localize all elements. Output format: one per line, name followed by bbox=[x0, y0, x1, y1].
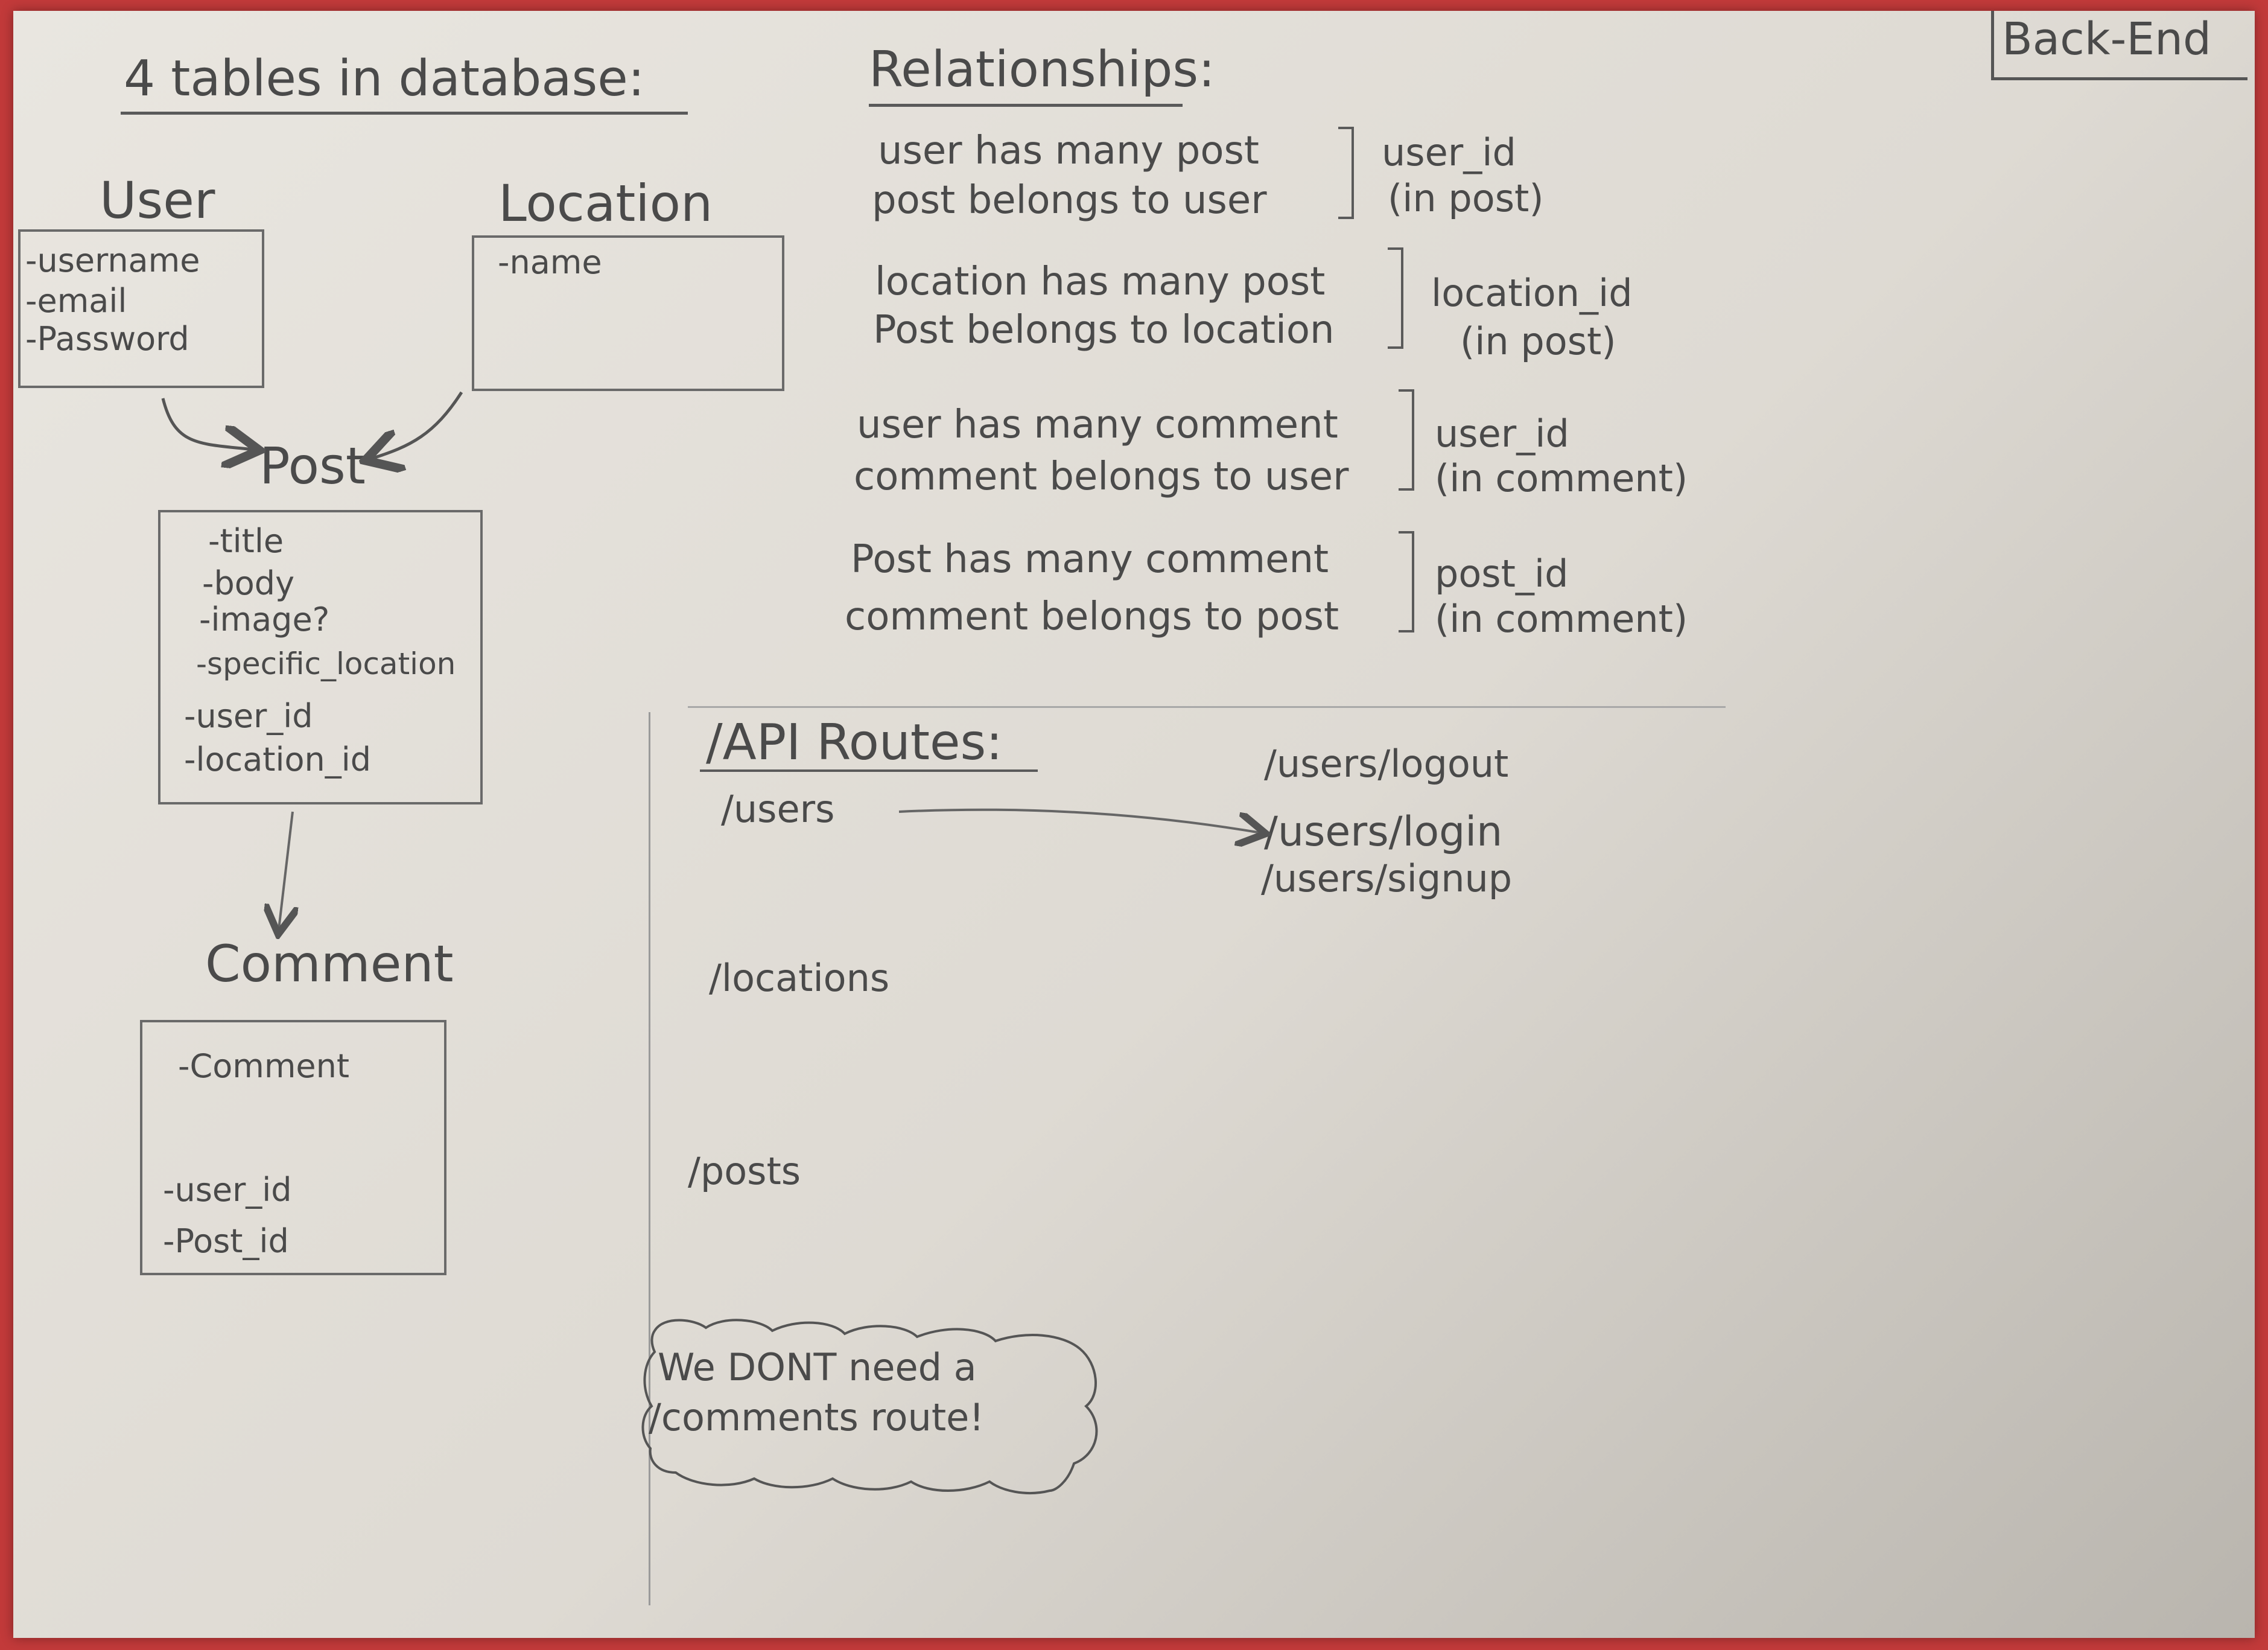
user-entity-title: User bbox=[100, 171, 215, 230]
user-table bbox=[18, 229, 264, 388]
relationship-1-fk: user_id bbox=[1382, 130, 1516, 174]
relationship-3-line-1: user has many comment bbox=[857, 403, 1338, 447]
relationship-2-fk-note: (in post) bbox=[1460, 319, 1616, 363]
comment-field-comment: -Comment bbox=[178, 1047, 350, 1085]
paper-sheet bbox=[13, 11, 2255, 1638]
relationship-4-fk-note: (in comment) bbox=[1435, 597, 1688, 641]
note-line-1: We DONT need a bbox=[658, 1345, 977, 1389]
user-field-password: -Password bbox=[25, 320, 189, 358]
relationship-4-line-1: Post has many comment bbox=[851, 537, 1329, 582]
post-field-location-id: -location_id bbox=[184, 741, 372, 779]
api-routes-heading: /API Routes: bbox=[706, 714, 1003, 771]
route-users-signup: /users/signup bbox=[1261, 856, 1513, 900]
relationship-3-fk: user_id bbox=[1435, 412, 1569, 456]
post-field-specific-location: -specific_location bbox=[196, 646, 456, 681]
comment-entity-title: Comment bbox=[205, 934, 454, 993]
relationship-2-fk: location_id bbox=[1431, 271, 1633, 315]
location-field-name: -name bbox=[498, 243, 602, 281]
relationship-1-bracket bbox=[1338, 127, 1354, 219]
post-field-body: -body bbox=[202, 564, 295, 602]
relationship-2-bracket bbox=[1388, 247, 1403, 349]
note-line-2: /comments route! bbox=[649, 1395, 985, 1439]
relationships-heading-underline bbox=[869, 104, 1183, 107]
relationships-heading: Relationships: bbox=[869, 41, 1215, 98]
route-users-logout: /users/logout bbox=[1264, 742, 1509, 786]
comment-field-post-id: -Post_id bbox=[163, 1222, 289, 1260]
route-users-login: /users/login bbox=[1264, 808, 1503, 856]
relationship-2-line-2: Post belongs to location bbox=[873, 308, 1335, 352]
relationship-1-line-2: post belongs to user bbox=[872, 178, 1267, 223]
comment-field-user-id: -user_id bbox=[163, 1171, 292, 1209]
database-heading-underline bbox=[121, 112, 688, 115]
post-field-title: -title bbox=[208, 522, 284, 560]
relationship-1-line-1: user has many post bbox=[878, 129, 1259, 173]
api-routes-heading-underline bbox=[700, 769, 1038, 772]
route-users: /users bbox=[721, 787, 835, 831]
post-entity-title: Post bbox=[259, 436, 366, 495]
post-field-image: -image? bbox=[199, 600, 330, 639]
database-heading: 4 tables in database: bbox=[124, 50, 645, 107]
location-table bbox=[472, 235, 784, 391]
relationship-4-line-2: comment belongs to post bbox=[845, 594, 1339, 639]
api-section-left-border bbox=[649, 712, 650, 1605]
relationship-4-fk: post_id bbox=[1435, 552, 1569, 596]
relationship-4-bracket bbox=[1399, 531, 1414, 632]
back-end-label: Back-End bbox=[2002, 13, 2211, 65]
location-entity-title: Location bbox=[498, 174, 713, 233]
user-field-username: -username bbox=[25, 241, 200, 279]
post-field-user-id: -user_id bbox=[184, 697, 313, 735]
relationship-3-line-2: comment belongs to user bbox=[854, 454, 1349, 499]
relationship-3-fk-note: (in comment) bbox=[1435, 456, 1688, 500]
route-posts: /posts bbox=[688, 1149, 801, 1193]
comment-table bbox=[140, 1020, 446, 1275]
api-section-divider bbox=[688, 706, 1726, 708]
user-field-email: -email bbox=[25, 282, 127, 320]
relationship-3-bracket bbox=[1399, 389, 1414, 491]
route-locations: /locations bbox=[709, 956, 890, 1000]
post-table bbox=[158, 510, 483, 804]
relationship-1-fk-note: (in post) bbox=[1388, 176, 1544, 220]
back-end-badge bbox=[1991, 11, 2247, 80]
relationship-2-line-1: location has many post bbox=[875, 260, 1326, 304]
